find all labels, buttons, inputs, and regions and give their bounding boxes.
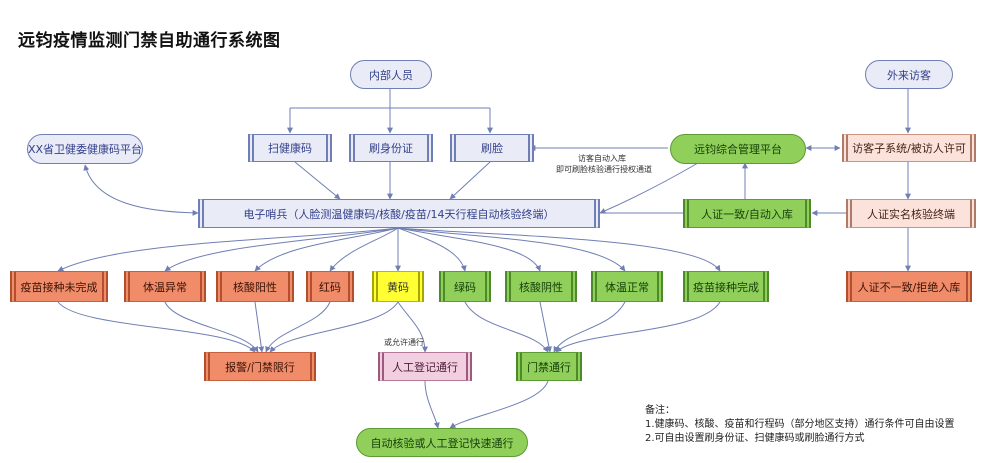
- node-temp-normal: 体温正常: [591, 271, 663, 302]
- label-allow-pass: 或允许通行: [384, 338, 424, 347]
- node-gate-pass: 门禁通行: [516, 352, 582, 381]
- node-manual-register: 人工登记通行: [378, 352, 472, 381]
- node-id-card: 刷身份证: [349, 134, 433, 162]
- label-visitor-auto-register: 访客自动入库: [578, 154, 626, 163]
- label-face-authorization: 即可刷脸核验通行授权通道: [556, 165, 652, 174]
- node-health-code-platform: XX省卫健委健康码平台: [27, 134, 143, 164]
- page-title: 远钧疫情监测门禁自助通行系统图: [18, 31, 281, 51]
- notes-heading: 备注：: [645, 405, 675, 416]
- node-green-code: 绿码: [439, 271, 491, 302]
- node-realname-terminal: 人证实名核验终端: [846, 199, 976, 228]
- node-yellow-code: 黄码: [372, 271, 424, 302]
- node-internal-staff: 内部人员: [350, 60, 432, 89]
- node-mismatch-reject: 人证不一致/拒绝入库: [846, 271, 972, 302]
- notes-line-2: 2.可自由设置刷身份证、扫健康码或刷脸通行方式: [645, 433, 865, 444]
- node-match-auto-register: 人证一致/自动入库: [683, 199, 811, 228]
- node-electronic-sentinel: 电子哨兵（人脸测温健康码/核酸/疫苗/14天行程自动核验终端）: [198, 199, 600, 228]
- node-fast-pass: 自动核验或人工登记快速通行: [356, 428, 528, 457]
- node-nucleic-negative: 核酸阴性: [505, 271, 577, 302]
- notes-block: 备注： 1.健康码、核酸、疫苗和行程码（部分地区支持）通行条件可自由设置 2.可…: [645, 404, 955, 446]
- node-temp-abnormal: 体温异常: [124, 271, 206, 302]
- node-vaccine-incomplete: 疫苗接种未完成: [10, 271, 108, 302]
- node-red-code: 红码: [306, 271, 354, 302]
- node-visitor-subsystem: 访客子系统/被访人许可: [842, 134, 976, 162]
- node-scan-health-code: 扫健康码: [248, 134, 332, 162]
- node-nucleic-positive: 核酸阳性: [216, 271, 294, 302]
- node-vaccine-complete: 疫苗接种完成: [683, 271, 769, 302]
- node-management-platform: 远钧综合管理平台: [670, 134, 806, 164]
- node-face: 刷脸: [450, 134, 534, 162]
- node-alarm-restrict: 报警/门禁限行: [204, 352, 316, 381]
- node-external-visitor: 外来访客: [865, 60, 953, 89]
- notes-line-1: 1.健康码、核酸、疫苗和行程码（部分地区支持）通行条件可自由设置: [645, 419, 955, 430]
